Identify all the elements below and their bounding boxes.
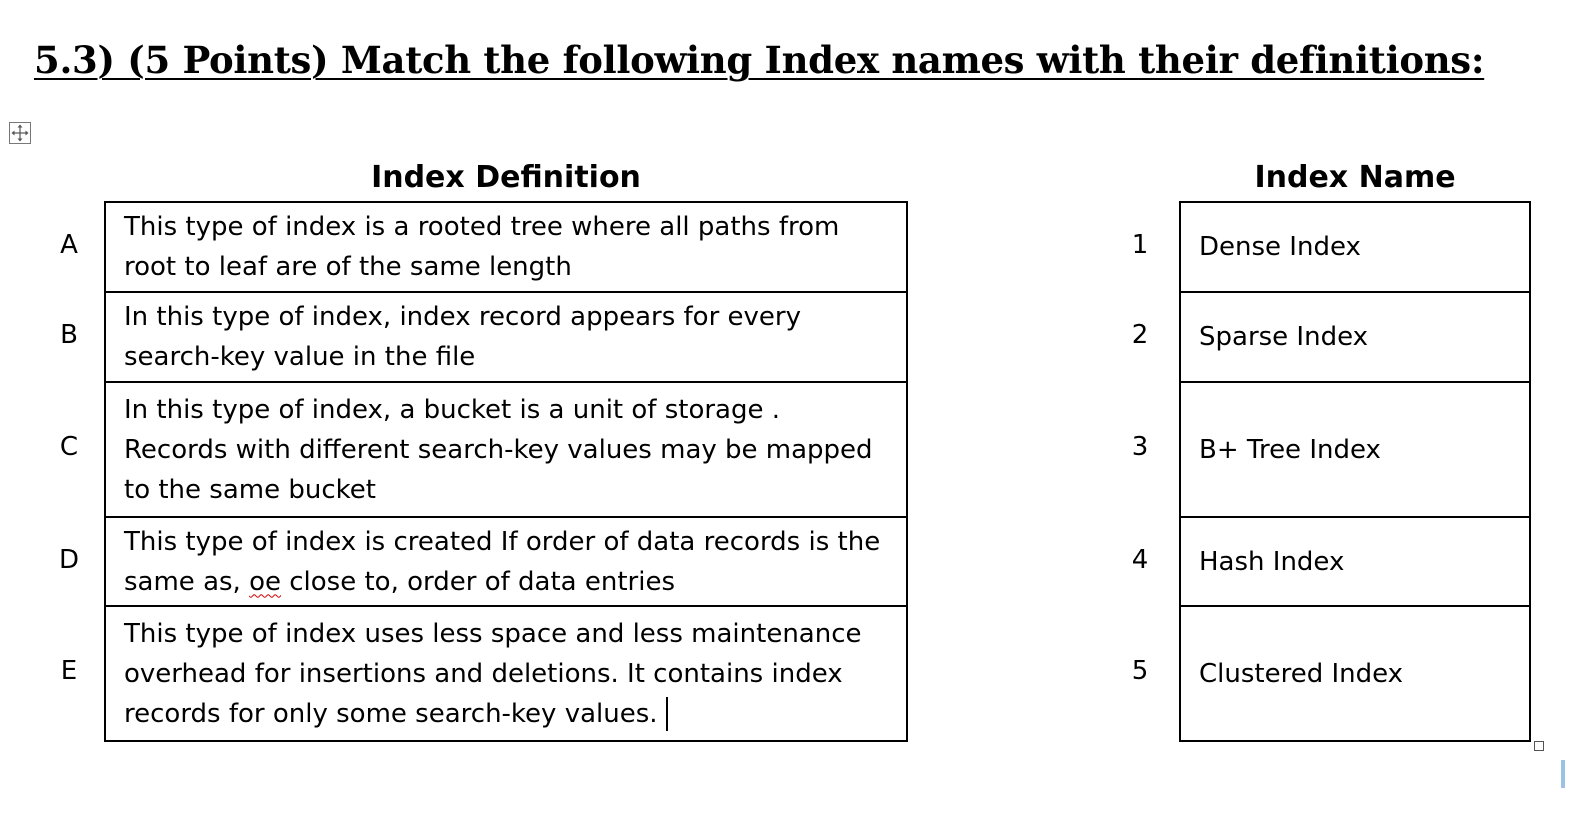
spellcheck-misspelled-word[interactable]: oe — [249, 566, 281, 597]
definition-letter-e: E — [60, 656, 78, 686]
name-cell-3[interactable]: B+ Tree Index — [1179, 381, 1531, 518]
definition-letter-a: A — [60, 230, 78, 260]
definition-letter-d: D — [58, 545, 80, 575]
name-table: Dense Index Sparse Index B+ Tree Index H… — [1179, 201, 1531, 742]
name-number-4: 4 — [1131, 545, 1149, 575]
name-number-2: 2 — [1131, 320, 1149, 350]
definition-text-d-after: close to, order of data entries — [280, 566, 675, 597]
definition-column-header: Index Definition — [371, 160, 641, 195]
name-cell-5[interactable]: Clustered Index — [1179, 605, 1531, 742]
definition-cell-a[interactable]: This type of index is a rooted tree wher… — [104, 201, 908, 293]
question-heading: 5.3) (5 Points) Match the following Inde… — [34, 38, 1485, 82]
definition-cell-b[interactable]: In this type of index, index record appe… — [104, 291, 908, 383]
definition-cell-c[interactable]: In this type of index, a bucket is a uni… — [104, 381, 908, 518]
name-cell-1[interactable]: Dense Index — [1179, 201, 1531, 293]
resize-handle-icon[interactable] — [1534, 741, 1544, 751]
definition-table: This type of index is a rooted tree wher… — [104, 201, 908, 742]
move-arrows-icon[interactable] — [9, 122, 31, 144]
name-number-1: 1 — [1131, 230, 1149, 260]
definition-cell-e[interactable]: This type of index uses less space and l… — [104, 605, 908, 742]
definition-letter-b: B — [60, 320, 78, 350]
text-cursor — [665, 697, 668, 731]
name-number-5: 5 — [1131, 656, 1149, 686]
definition-text-e: This type of index uses less space and l… — [124, 618, 862, 729]
name-cell-2[interactable]: Sparse Index — [1179, 291, 1531, 383]
definition-cell-d[interactable]: This type of index is created If order o… — [104, 516, 908, 607]
definition-letter-c: C — [59, 432, 79, 462]
name-column-header: Index Name — [1254, 160, 1456, 195]
name-number-3: 3 — [1131, 432, 1149, 462]
definition-text-d-before: This type of index is created If order o… — [124, 526, 881, 597]
partial-edge-glyph — [1561, 760, 1565, 788]
name-cell-4[interactable]: Hash Index — [1179, 516, 1531, 607]
